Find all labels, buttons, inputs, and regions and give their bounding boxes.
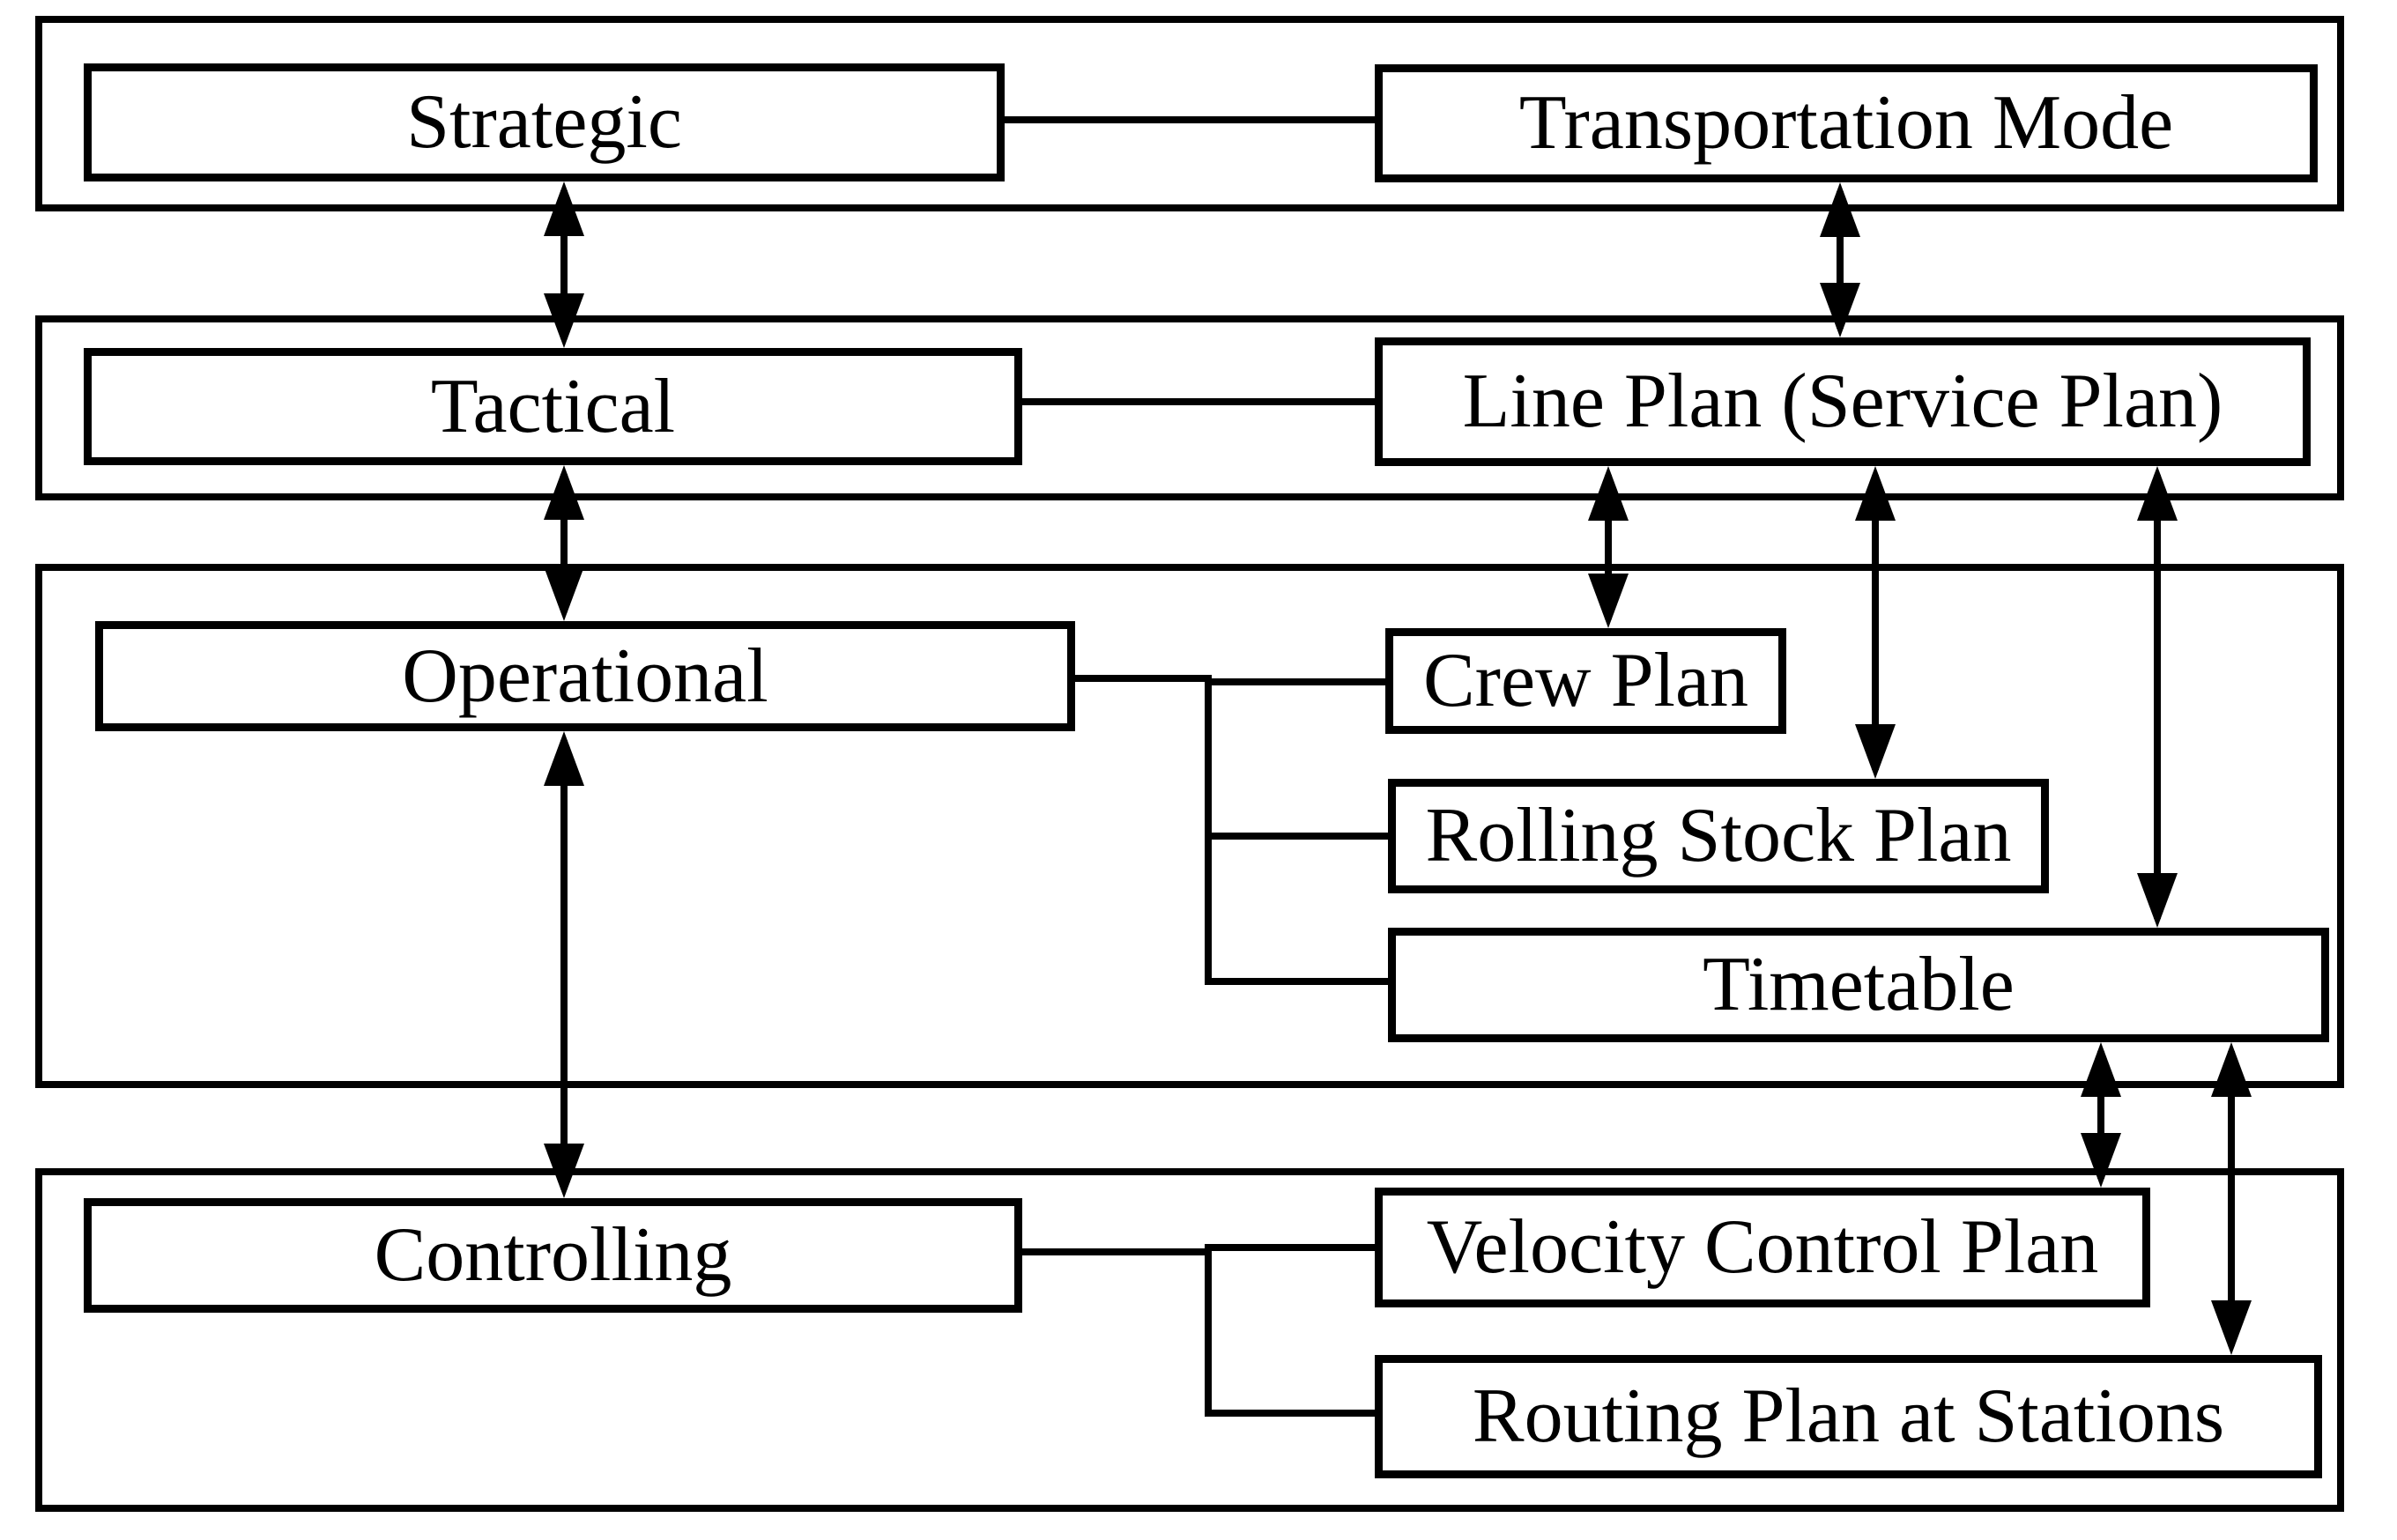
box-crew-plan: Crew Plan: [1385, 628, 1786, 734]
box-timetable: Timetable: [1388, 928, 2329, 1042]
box-velocity-control-plan: Velocity Control Plan: [1375, 1188, 2150, 1307]
box-rolling-stock-plan: Rolling Stock Plan: [1388, 779, 2049, 893]
connector-branch-timetable: [1205, 978, 1392, 985]
box-strategic: Strategic: [84, 63, 1005, 181]
arrow-shaft: [2154, 475, 2161, 919]
box-line-plan-label: Line Plan (Service Plan): [1462, 359, 2223, 444]
box-rolling-stock-plan-label: Rolling Stock Plan: [1425, 793, 2012, 878]
connector-branch-velocity-control-plan: [1205, 1244, 1379, 1251]
box-controlling: Controlling: [84, 1198, 1022, 1313]
arrowhead-down-icon: [1588, 574, 1629, 628]
double-arrow-line-plan-timetable: [2136, 466, 2178, 928]
box-operational: Operational: [95, 621, 1075, 731]
box-crew-plan-label: Crew Plan: [1422, 638, 1749, 723]
double-arrow-tactical-operational: [543, 465, 585, 621]
arrowhead-down-icon: [2137, 873, 2178, 928]
connector-operational-branch: [1071, 675, 1212, 682]
box-routing-plan-at-stations-label: Routing Plan at Stations: [1472, 1373, 2225, 1459]
arrowhead-down-icon: [2081, 1133, 2121, 1188]
box-timetable-label: Timetable: [1703, 942, 2015, 1027]
strategic-level-container: [35, 16, 2344, 211]
box-line-plan: Line Plan (Service Plan): [1375, 337, 2311, 466]
double-arrow-line-plan-rolling-stock-plan: [1854, 466, 1896, 779]
double-arrow-transportation-mode-line-plan: [1819, 182, 1861, 337]
operational-level-container: [35, 564, 2344, 1088]
arrowhead-down-icon: [544, 1144, 584, 1198]
box-operational-label: Operational: [402, 633, 768, 719]
double-arrow-operational-controlling: [543, 731, 585, 1198]
connector-controlling-trunk: [1205, 1248, 1212, 1417]
box-tactical-label: Tactical: [430, 363, 676, 449]
connector-branch-crew-plan: [1205, 678, 1390, 685]
arrowhead-down-icon: [544, 566, 584, 621]
box-tactical: Tactical: [84, 348, 1022, 465]
box-transportation-mode-label: Transportation Mode: [1518, 80, 2174, 166]
connector-branch-rolling-stock-plan: [1205, 833, 1392, 840]
arrow-shaft: [1872, 475, 1879, 770]
double-arrow-strategic-tactical: [543, 181, 585, 348]
box-routing-plan-at-stations: Routing Plan at Stations: [1375, 1355, 2322, 1478]
tactical-level-container: [35, 315, 2344, 500]
arrow-shaft: [560, 190, 568, 339]
connector-branch-routing-plan: [1205, 1410, 1379, 1417]
arrow-shaft: [2228, 1051, 2235, 1346]
arrow-shaft: [1605, 475, 1612, 619]
controlling-level-container: [35, 1168, 2344, 1512]
arrow-shaft: [2097, 1051, 2104, 1179]
box-controlling-label: Controlling: [374, 1212, 732, 1298]
arrowhead-down-icon: [1855, 724, 1896, 779]
double-arrow-line-plan-crew-plan: [1587, 466, 1629, 628]
double-arrow-timetable-velocity-control-plan: [2080, 1042, 2122, 1188]
double-arrow-timetable-routing-plan: [2210, 1042, 2252, 1355]
arrowhead-down-icon: [2211, 1300, 2252, 1355]
arrowhead-down-icon: [544, 293, 584, 348]
box-strategic-label: Strategic: [406, 79, 682, 165]
arrowhead-down-icon: [1820, 283, 1860, 337]
arrow-shaft: [560, 740, 568, 1189]
box-velocity-control-plan-label: Velocity Control Plan: [1426, 1204, 2099, 1290]
arrow-shaft: [1837, 191, 1844, 329]
arrow-shaft: [560, 474, 568, 612]
connector-tactical-line-plan: [1018, 398, 1379, 405]
connector-operational-trunk: [1205, 675, 1212, 985]
connector-strategic-transportation-mode: [1000, 116, 1379, 123]
box-transportation-mode: Transportation Mode: [1375, 64, 2318, 182]
connector-controlling-branch: [1018, 1248, 1212, 1255]
